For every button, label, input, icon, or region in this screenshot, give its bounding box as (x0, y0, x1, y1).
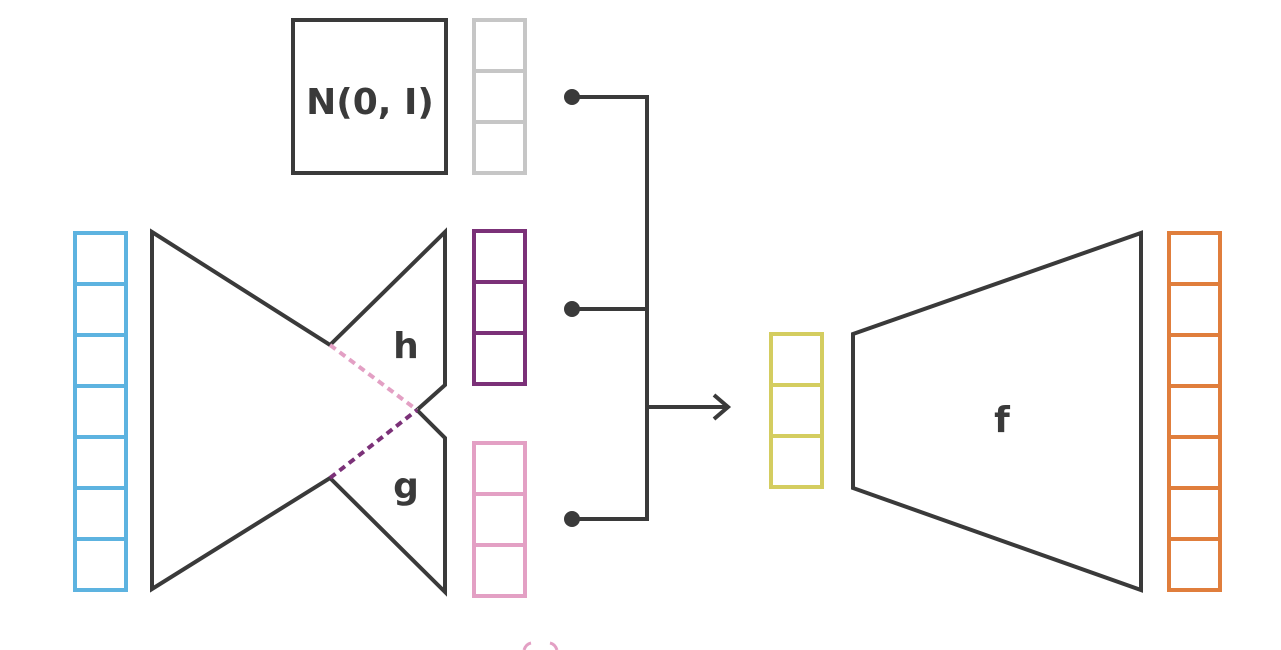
h-vector-cell (472, 331, 527, 386)
h-branch-dashed-line (328, 408, 419, 480)
noise-vector-cell (472, 18, 527, 73)
output-vector-cell (1167, 282, 1222, 337)
noise-label: N(0, I) (306, 82, 434, 123)
h-vector-cell (472, 280, 527, 335)
h-vector (472, 229, 527, 386)
noise-vector-cell (472, 120, 527, 175)
output-vector-cell (1167, 333, 1222, 388)
g-vector-cell (472, 543, 527, 598)
g-vector-cell (472, 492, 527, 547)
output-vector-cell (1167, 435, 1222, 490)
g-vector-cell (472, 441, 527, 496)
encoder-shape: h g (150, 227, 447, 597)
decoder-shape: f (851, 230, 1143, 593)
input-vector-cell (73, 384, 128, 439)
g-vector (472, 441, 527, 598)
latent-vector (769, 332, 824, 489)
output-vector (1167, 231, 1222, 592)
cropped-caption-mark (522, 641, 559, 650)
noise-vector (472, 18, 527, 175)
output-vector-cell (1167, 384, 1222, 439)
concat-connector (564, 89, 732, 527)
latent-vector-cell (769, 434, 824, 489)
output-vector-cell (1167, 486, 1222, 541)
latent-vector-cell (769, 383, 824, 438)
arrow-head-icon (712, 393, 732, 421)
input-vector-cell (73, 486, 128, 541)
noise-vector-cell (472, 69, 527, 124)
input-vector-cell (73, 435, 128, 490)
output-vector-cell (1167, 231, 1222, 286)
input-vector-cell (73, 537, 128, 592)
encoder-h-label: h (393, 326, 419, 367)
input-vector-cell (73, 231, 128, 286)
input-vector (73, 231, 128, 592)
decoder-f-label: f (994, 400, 1010, 441)
input-vector-cell (73, 333, 128, 388)
h-vector-cell (472, 229, 527, 284)
input-vector-cell (73, 282, 128, 337)
latent-vector-cell (769, 332, 824, 387)
encoder-g-label: g (393, 466, 419, 507)
noise-box: N(0, I) (291, 18, 448, 175)
output-vector-cell (1167, 537, 1222, 592)
g-branch-dashed-line (328, 343, 419, 412)
